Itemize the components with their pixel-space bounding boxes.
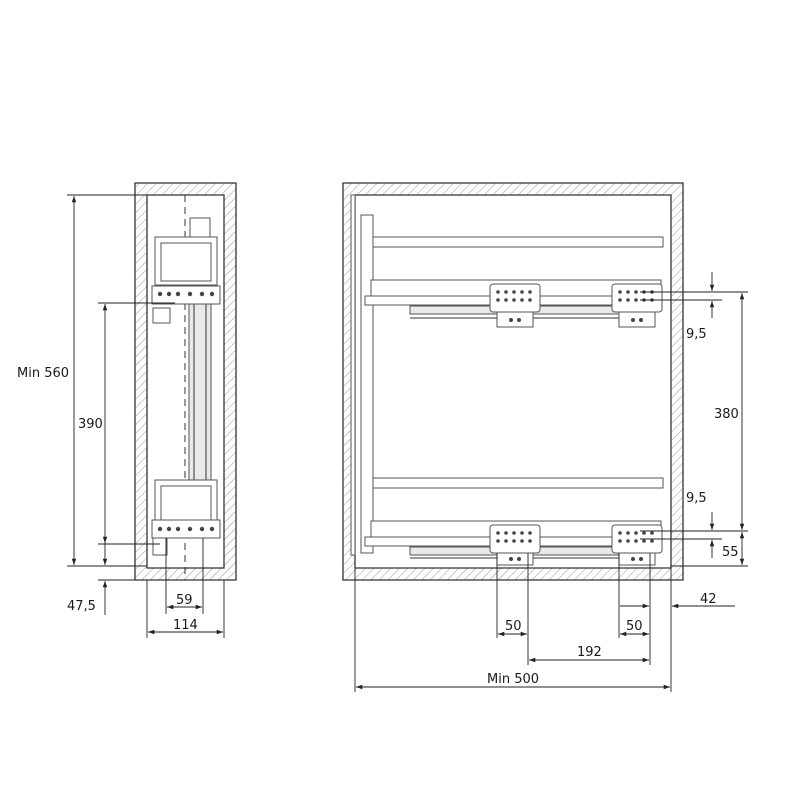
side-height-dimension: Min 560 xyxy=(17,194,147,567)
front-view: 9,5 380 9,5 55 50 50 42 192 xyxy=(342,182,748,692)
front-pullout-unit xyxy=(360,214,664,559)
side-width-dimension: 114 xyxy=(146,580,225,638)
front-top-offset-label: 9,5 xyxy=(686,327,707,342)
side-bracket-dots xyxy=(157,291,215,532)
side-bottom-offset-label: 47,5 xyxy=(67,599,96,614)
side-spacing-label: 390 xyxy=(78,417,103,432)
front-bottom-offset-label: 55 xyxy=(722,545,739,560)
side-bottom-offset-dimension: 47,5 xyxy=(67,540,147,615)
front-width-label: Min 500 xyxy=(487,672,539,687)
front-brackets xyxy=(489,283,663,566)
front-right-edge-label: 42 xyxy=(700,592,717,607)
front-bracket-dots xyxy=(496,290,654,543)
side-rail-width-dimension: 59 xyxy=(165,538,204,614)
front-bracket-spacing-label: 192 xyxy=(577,645,602,660)
side-height-label: Min 560 xyxy=(17,366,69,381)
side-spacing-dimension: 390 xyxy=(78,302,175,545)
front-right-bracket-label: 50 xyxy=(626,619,643,634)
side-view: Min 560 390 47,5 59 1 xyxy=(17,182,237,638)
front-horizontal-dimensions: 50 50 42 192 Min 500 xyxy=(354,553,735,692)
front-left-bracket-label: 50 xyxy=(505,619,522,634)
side-cabinet-frame xyxy=(134,182,237,581)
front-mid-offset-label: 9,5 xyxy=(686,491,707,506)
side-pullout-unit xyxy=(151,217,221,556)
front-door-edge xyxy=(350,194,356,556)
side-rail-width-label: 59 xyxy=(176,593,193,608)
side-width-label: 114 xyxy=(173,618,198,633)
front-vertical-dimensions: 9,5 380 9,5 55 xyxy=(640,272,748,567)
front-spacing-label: 380 xyxy=(714,407,739,422)
